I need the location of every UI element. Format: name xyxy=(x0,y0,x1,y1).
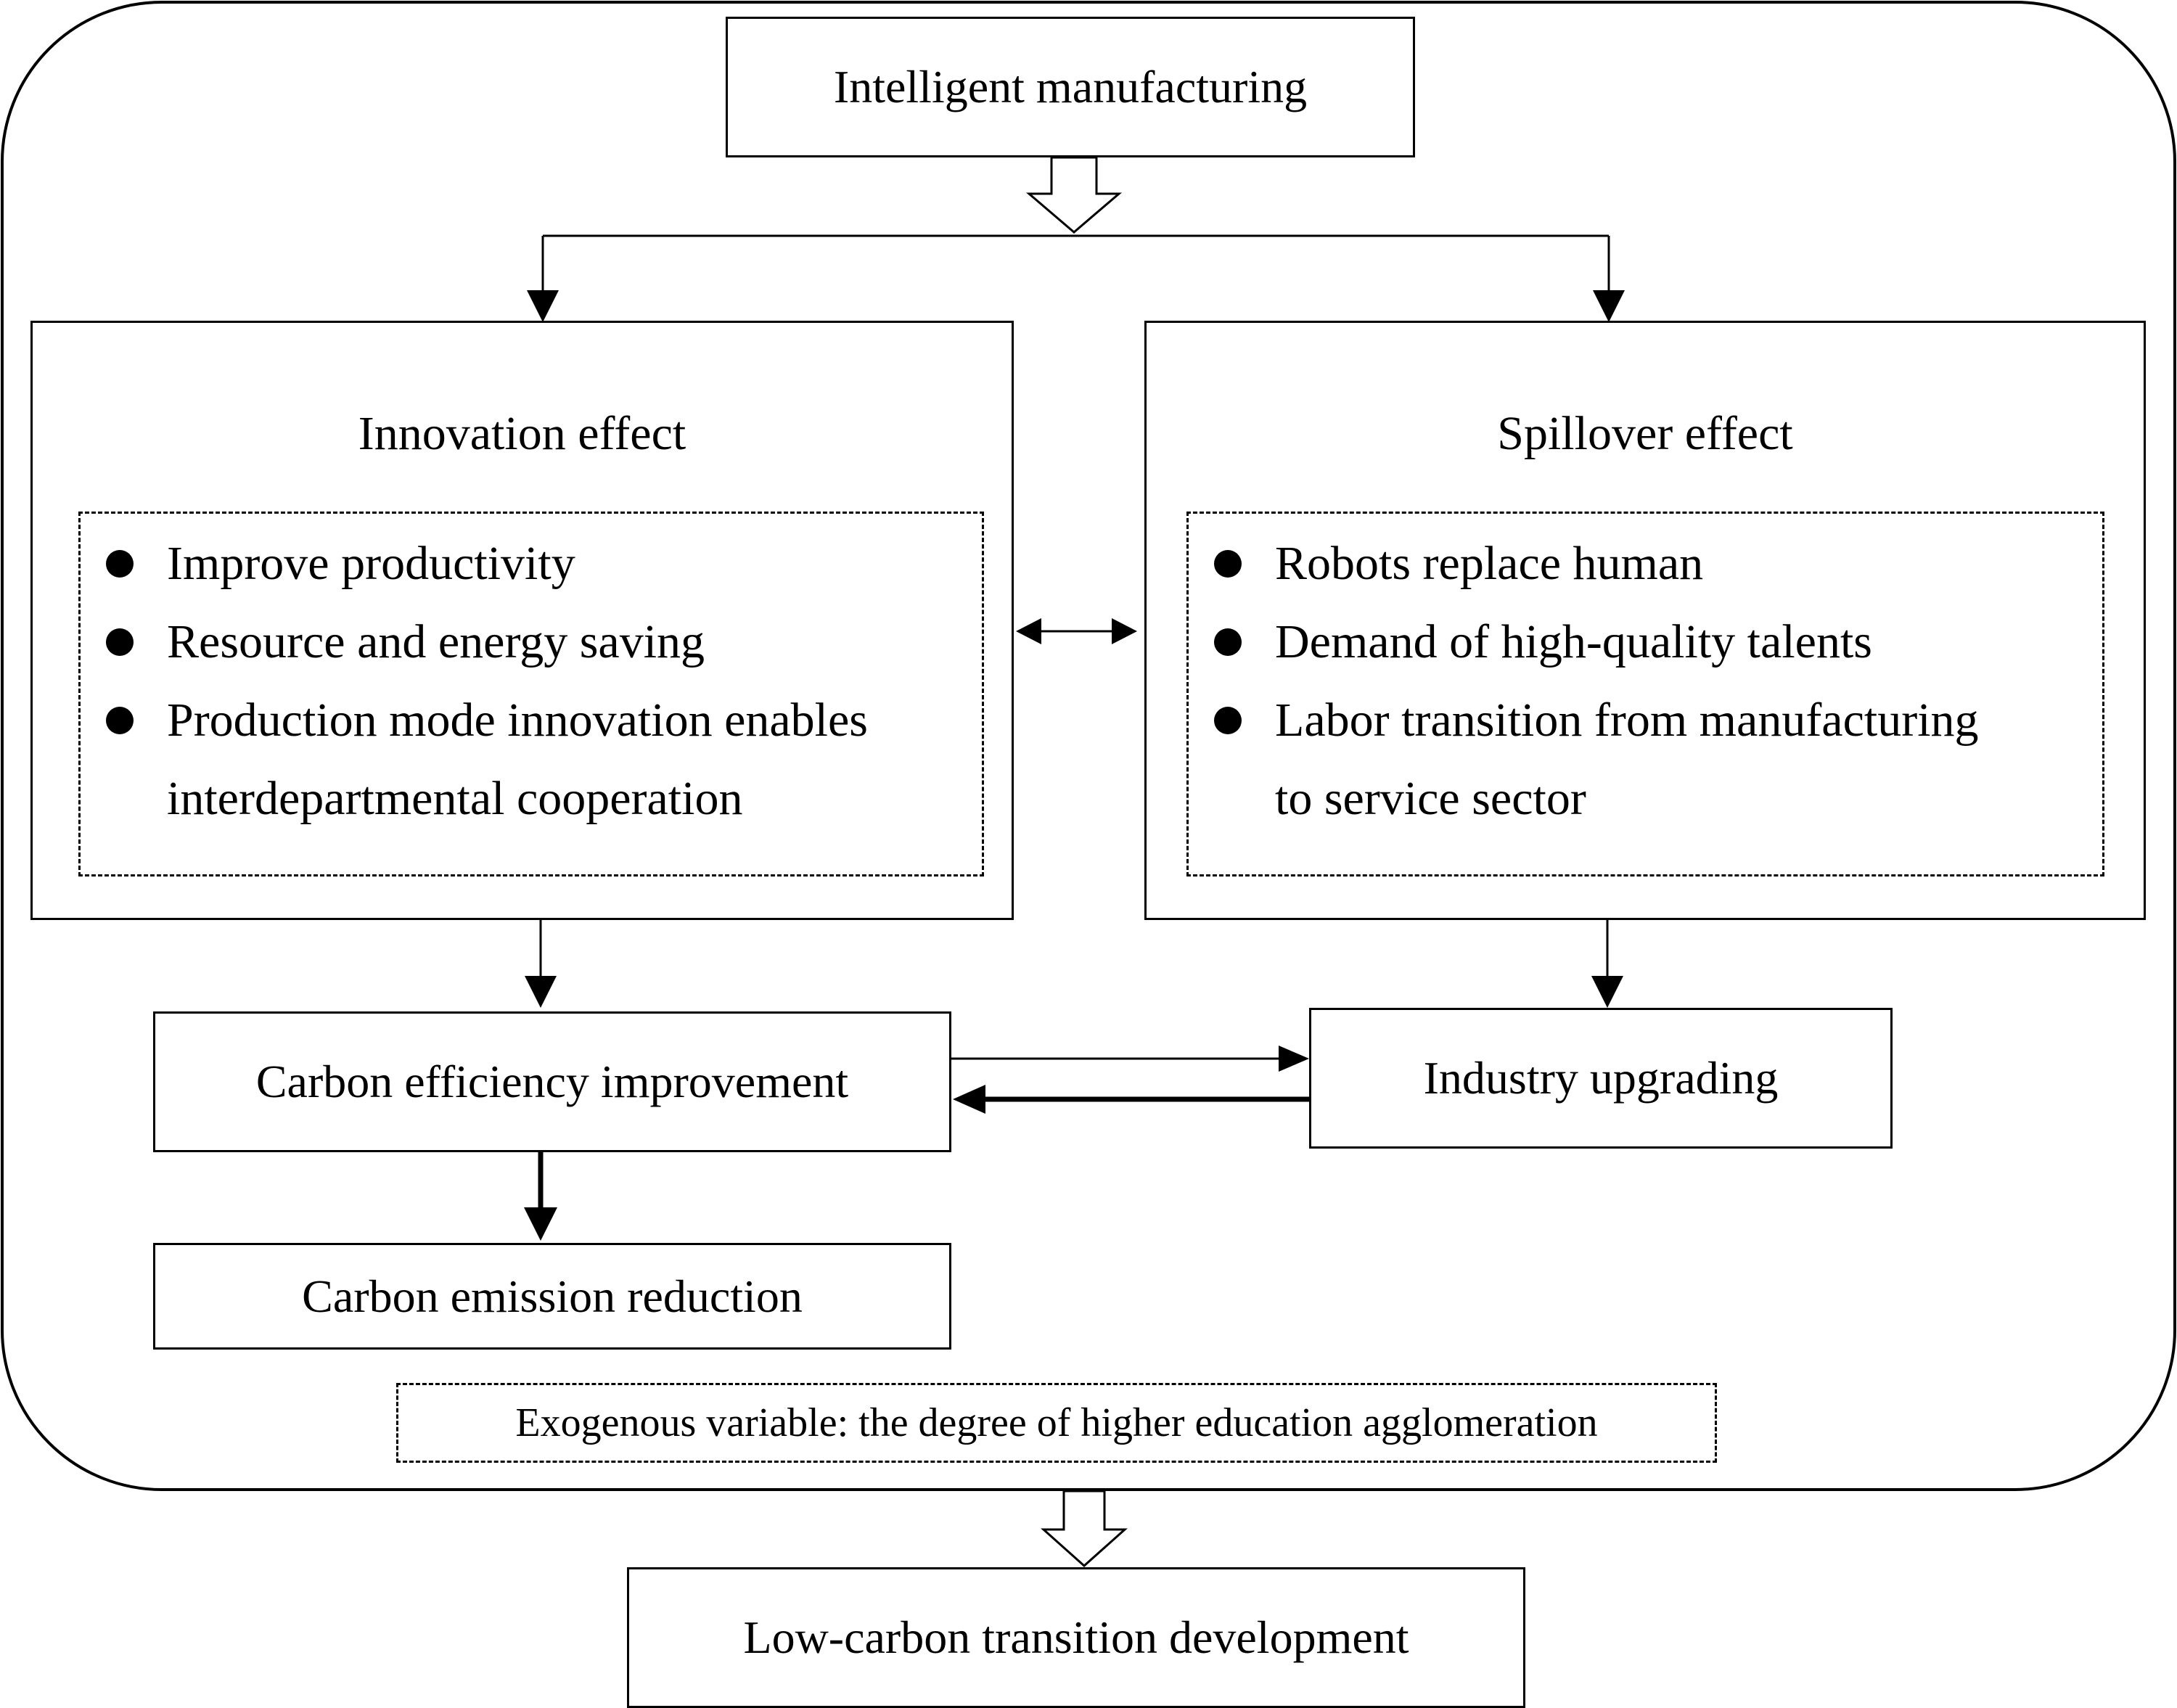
innovation-effect-list-frame xyxy=(78,512,984,876)
list-item: Resource and energy saving xyxy=(78,603,868,681)
carbon-efficiency-label: Carbon efficiency improvement xyxy=(255,1056,849,1107)
carbon-emission-label: Carbon emission reduction xyxy=(302,1270,803,1322)
list-item: Labor transition from manufacturing xyxy=(1186,681,1979,760)
bullet-icon xyxy=(1214,707,1242,734)
list-item: Production mode innovation enables xyxy=(78,681,868,760)
innovation-effect-title: Innovation effect xyxy=(358,407,686,460)
bullet-icon xyxy=(106,550,134,578)
split-connector xyxy=(541,234,1610,305)
arrowhead-to-emission xyxy=(524,1207,557,1241)
bidirectional-arrow xyxy=(1016,618,1137,644)
spillover-effect-list-frame xyxy=(1186,512,2104,876)
hollow-arrow-bottom xyxy=(1041,1490,1128,1568)
carbon-efficiency-box: Carbon efficiency improvement xyxy=(153,1011,951,1152)
list-item-continuation: interdepartmental cooperation xyxy=(167,772,743,825)
exogenous-variable-box: Exogenous variable: the degree of higher… xyxy=(396,1383,1717,1463)
list-item: Improve productivity xyxy=(78,525,868,603)
arrowhead-to-spillover xyxy=(1593,290,1625,322)
low-carbon-label: Low-carbon transition development xyxy=(743,1611,1409,1663)
list-item-continuation: to service sector xyxy=(1275,772,1586,825)
arrowhead-efficiency-to-upgrading xyxy=(1279,1046,1309,1072)
intelligent-manufacturing-label: Intelligent manufacturing xyxy=(833,61,1308,112)
innovation-effect-list: Improve productivity Resource and energy… xyxy=(78,525,868,838)
industry-upgrading-label: Industry upgrading xyxy=(1423,1052,1779,1104)
exogenous-variable-label: Exogenous variable: the degree of higher… xyxy=(515,1400,1598,1445)
arrowhead-to-efficiency xyxy=(525,976,557,1008)
list-item: Demand of high-quality talents xyxy=(1186,603,1979,681)
spillover-effect-panel: Spillover effect Robots replace human De… xyxy=(1144,321,2146,920)
industry-upgrading-box: Industry upgrading xyxy=(1309,1008,1893,1149)
bullet-icon xyxy=(106,707,134,734)
innovation-effect-panel: Innovation effect Improve productivity R… xyxy=(30,321,1014,920)
bullet-icon xyxy=(1214,628,1242,656)
bullet-icon xyxy=(106,628,134,656)
low-carbon-box: Low-carbon transition development xyxy=(627,1567,1525,1708)
hollow-arrow-top xyxy=(1025,156,1123,234)
carbon-emission-box: Carbon emission reduction xyxy=(153,1243,951,1350)
outer-frame xyxy=(1,1,2176,1491)
list-item: Robots replace human xyxy=(1186,525,1979,603)
arrowhead-to-innovation xyxy=(527,290,559,322)
intelligent-manufacturing-box: Intelligent manufacturing xyxy=(726,17,1415,157)
spillover-effect-list: Robots replace human Demand of high-qual… xyxy=(1186,525,1979,838)
arrowhead-upgrading-to-efficiency xyxy=(953,1085,985,1114)
spillover-effect-title: Spillover effect xyxy=(1497,407,1793,460)
arrowhead-to-upgrading xyxy=(1591,976,1623,1008)
bullet-icon xyxy=(1214,550,1242,578)
